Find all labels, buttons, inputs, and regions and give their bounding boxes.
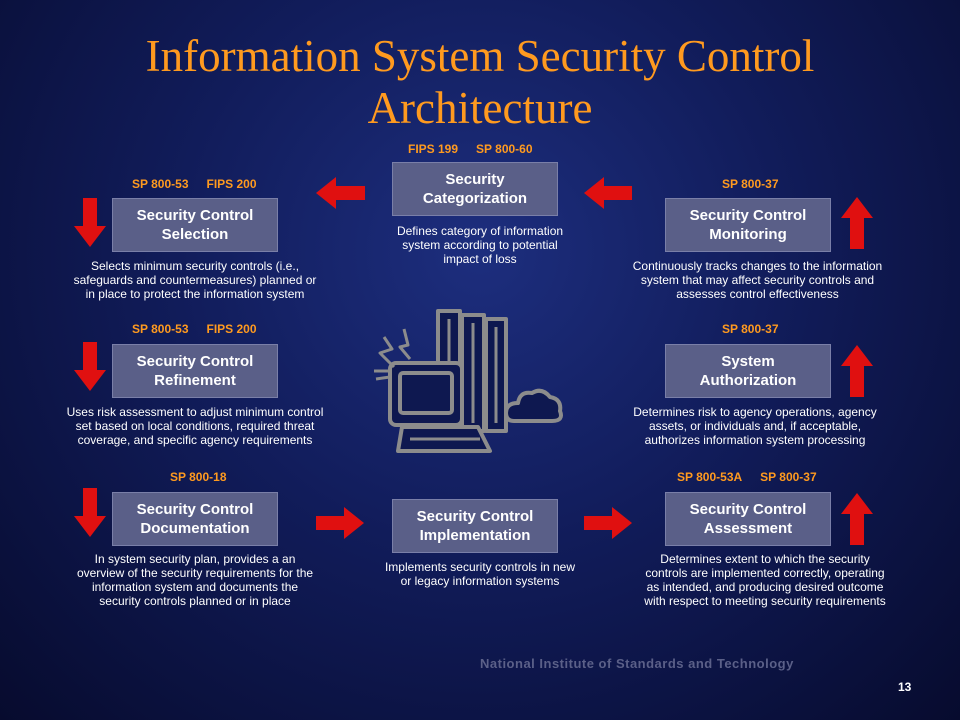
ref-label: FIPS 200 xyxy=(206,322,257,336)
selection-refs: SP 800-53 FIPS 200 xyxy=(132,177,257,191)
ref-label: FIPS 200 xyxy=(206,177,257,191)
footer-org-name: National Institute of Standards and Tech… xyxy=(480,656,794,671)
authorization-refs: SP 800-37 xyxy=(722,322,779,336)
box-label: Security xyxy=(445,171,505,188)
page-title: Information System Security Control Arch… xyxy=(145,31,815,133)
documentation-refs: SP 800-18 xyxy=(170,470,227,484)
arrow-down-icon xyxy=(74,488,106,537)
ref-label: SP 800-60 xyxy=(476,142,533,156)
box-label: Documentation xyxy=(140,520,250,537)
implementation-description: Implements security controls in new or l… xyxy=(384,560,576,588)
box-label: Security Control xyxy=(689,501,807,518)
box-label: Refinement xyxy=(154,372,236,389)
assessment-description: Determines extent to which the security … xyxy=(644,552,886,608)
arrow-right-icon xyxy=(584,507,632,539)
refinement-refs: SP 800-53 FIPS 200 xyxy=(132,322,257,336)
authorization-description: Determines risk to agency operations, ag… xyxy=(633,405,877,447)
box-label: Categorization xyxy=(422,190,528,207)
ref-label: SP 800-37 xyxy=(760,470,817,484)
box-label: Selection xyxy=(161,226,229,243)
arrow-down-icon xyxy=(74,342,106,391)
arrow-down-icon xyxy=(74,198,106,247)
box-label: Monitoring xyxy=(709,226,787,243)
arrow-left-icon xyxy=(316,177,365,209)
ref-label: SP 800-53 xyxy=(132,177,189,191)
monitoring-description: Continuously tracks changes to the infor… xyxy=(632,259,883,301)
categorization-refs: FIPS 199 SP 800-60 xyxy=(408,142,533,156)
assessment-refs: SP 800-53A SP 800-37 xyxy=(677,470,817,484)
arrow-up-icon xyxy=(841,197,873,249)
box-label: Security Control xyxy=(136,353,254,370)
box-label: Implementation xyxy=(419,527,531,544)
page-number: 13 xyxy=(898,680,912,694)
monitoring-refs: SP 800-37 xyxy=(722,177,779,191)
categorization-description: Defines category of information system a… xyxy=(396,224,564,266)
ref-label: SP 800-53A xyxy=(677,470,743,484)
ref-label: SP 800-18 xyxy=(170,470,227,484)
box-label: System xyxy=(721,353,775,370)
ref-label: SP 800-37 xyxy=(722,177,779,191)
ref-label: SP 800-53 xyxy=(132,322,189,336)
computer-icon xyxy=(374,309,563,453)
refinement-description: Uses risk assessment to adjust minimum c… xyxy=(66,405,324,447)
box-label: Security Control xyxy=(136,501,254,518)
ref-label: SP 800-37 xyxy=(722,322,779,336)
ref-label: FIPS 199 xyxy=(408,142,459,156)
arrow-left-icon xyxy=(584,177,632,209)
box-label: Security Control xyxy=(416,508,534,525)
arrow-up-icon xyxy=(841,345,873,397)
arrow-up-icon xyxy=(841,493,873,545)
selection-description: Selects minimum security controls (i.e.,… xyxy=(73,259,317,301)
arrow-right-icon xyxy=(316,507,364,539)
box-label: Assessment xyxy=(703,520,793,537)
box-label: Authorization xyxy=(699,372,797,389)
box-label: Security Control xyxy=(136,207,254,224)
box-label: Security Control xyxy=(689,207,807,224)
documentation-description: In system security plan, provides a an o… xyxy=(76,552,314,608)
